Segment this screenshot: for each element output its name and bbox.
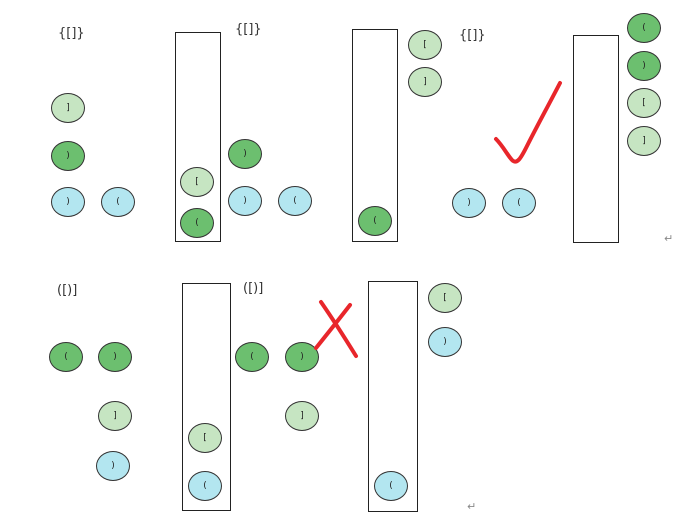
bracket-token: ] <box>627 126 661 156</box>
bracket-token: ] <box>285 401 319 431</box>
cross-icon <box>319 300 358 358</box>
bracket-token: ( <box>502 188 536 218</box>
bracket-token: ] <box>51 93 85 123</box>
bracket-token: ( <box>278 186 312 216</box>
bracket-token: ) <box>228 186 262 216</box>
bracket-token: ) <box>452 188 486 218</box>
stack-token: [ <box>188 423 222 453</box>
bracket-token: [ <box>627 88 661 118</box>
bracket-token: [ <box>428 283 462 313</box>
bracket-token: ) <box>51 187 85 217</box>
bracket-token: ) <box>98 342 132 372</box>
return-icon: ↵ <box>664 232 674 245</box>
stack-container <box>573 35 619 243</box>
expression-label: {[]} <box>235 22 262 37</box>
bracket-token: ( <box>627 13 661 43</box>
bracket-token: ( <box>235 342 269 372</box>
expression-label: {[]} <box>459 28 486 43</box>
bracket-token: ( <box>101 187 135 217</box>
bracket-token: [ <box>408 30 442 60</box>
stack-token: ( <box>180 208 214 238</box>
stack-token: ( <box>358 206 392 236</box>
stack-token: ( <box>188 471 222 501</box>
bracket-token: ) <box>96 451 130 481</box>
stack-token: [ <box>180 167 214 197</box>
expression-label: ([)] <box>57 283 78 298</box>
expression-label: {[]} <box>58 26 85 41</box>
bracket-token: ) <box>428 327 462 357</box>
cross-icon <box>314 303 352 350</box>
return-icon: ↵ <box>467 500 477 513</box>
checkmark-icon <box>494 81 562 164</box>
stack-token: ( <box>374 471 408 501</box>
bracket-token: ) <box>228 139 262 169</box>
bracket-token: ] <box>98 401 132 431</box>
bracket-token: ] <box>408 67 442 97</box>
expression-label: ([)] <box>243 281 264 296</box>
stack-container <box>175 32 221 242</box>
bracket-token: ) <box>285 342 319 372</box>
bracket-token: ) <box>51 141 85 171</box>
bracket-token: ) <box>627 51 661 81</box>
bracket-token: ( <box>49 342 83 372</box>
